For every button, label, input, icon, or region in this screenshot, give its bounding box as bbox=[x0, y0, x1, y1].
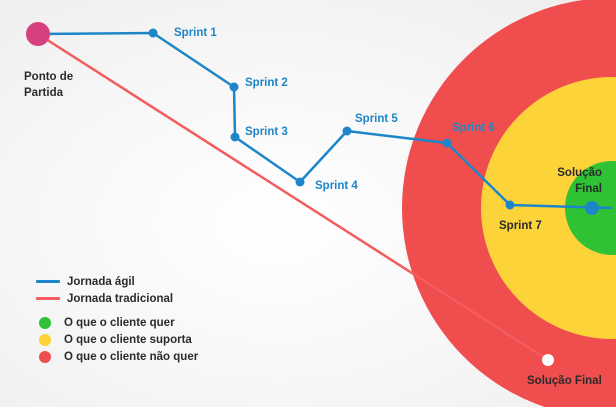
sprint-label-7: Sprint 7 bbox=[499, 220, 542, 232]
sprint-label-4: Sprint 4 bbox=[315, 180, 358, 192]
start-label-line2: Partida bbox=[24, 87, 64, 99]
sprint-node-4 bbox=[295, 177, 305, 187]
final-solution-point bbox=[585, 201, 599, 215]
legend-rejects-dot bbox=[39, 350, 51, 363]
legend-agile-label: Jornada ágil bbox=[67, 275, 135, 288]
sprint-label-3: Sprint 3 bbox=[245, 126, 288, 138]
legend-tolerates-label: O que o cliente suporta bbox=[64, 333, 192, 346]
sprint-node-7 bbox=[505, 200, 515, 210]
legend-traditional-swatch bbox=[36, 297, 60, 300]
legend-tolerates-dot bbox=[39, 333, 51, 346]
sprint-node-1 bbox=[148, 28, 158, 38]
legend-wants-dot bbox=[39, 316, 51, 329]
sprint-label-2: Sprint 2 bbox=[245, 77, 288, 89]
sprint-node-2 bbox=[229, 82, 239, 92]
sprint-label-5: Sprint 5 bbox=[355, 113, 398, 125]
target-label-line1: Solução bbox=[557, 167, 602, 179]
legend-rejects: O que o cliente não quer bbox=[36, 348, 198, 365]
target-label-line2: Final bbox=[575, 183, 602, 195]
legend-traditional: Jornada tradicional bbox=[36, 290, 198, 307]
traditional-end-label: Solução Final bbox=[527, 375, 602, 387]
legend-rejects-label: O que o cliente não quer bbox=[64, 350, 199, 363]
sprint-node-6 bbox=[442, 138, 452, 148]
start-label-line1: Ponto de bbox=[24, 71, 73, 83]
ring-tolerates bbox=[481, 77, 616, 339]
legend: Jornada ágil Jornada tradicional O que o… bbox=[36, 273, 198, 365]
sprint-node-3 bbox=[230, 132, 240, 142]
legend-tolerates: O que o cliente suporta bbox=[36, 331, 198, 348]
traditional-journey-line bbox=[37, 32, 549, 362]
legend-agile-swatch bbox=[36, 280, 60, 283]
legend-traditional-label: Jornada tradicional bbox=[67, 292, 174, 305]
traditional-end-point bbox=[542, 354, 554, 366]
legend-wants-label: O que o cliente quer bbox=[64, 316, 175, 329]
legend-wants: O que o cliente quer bbox=[36, 314, 198, 331]
sprint-label-6: Sprint 6 bbox=[452, 122, 495, 134]
start-point bbox=[26, 22, 50, 46]
sprint-label-1: Sprint 1 bbox=[174, 27, 217, 39]
legend-agile: Jornada ágil bbox=[36, 273, 198, 290]
sprint-node-5 bbox=[342, 126, 352, 136]
